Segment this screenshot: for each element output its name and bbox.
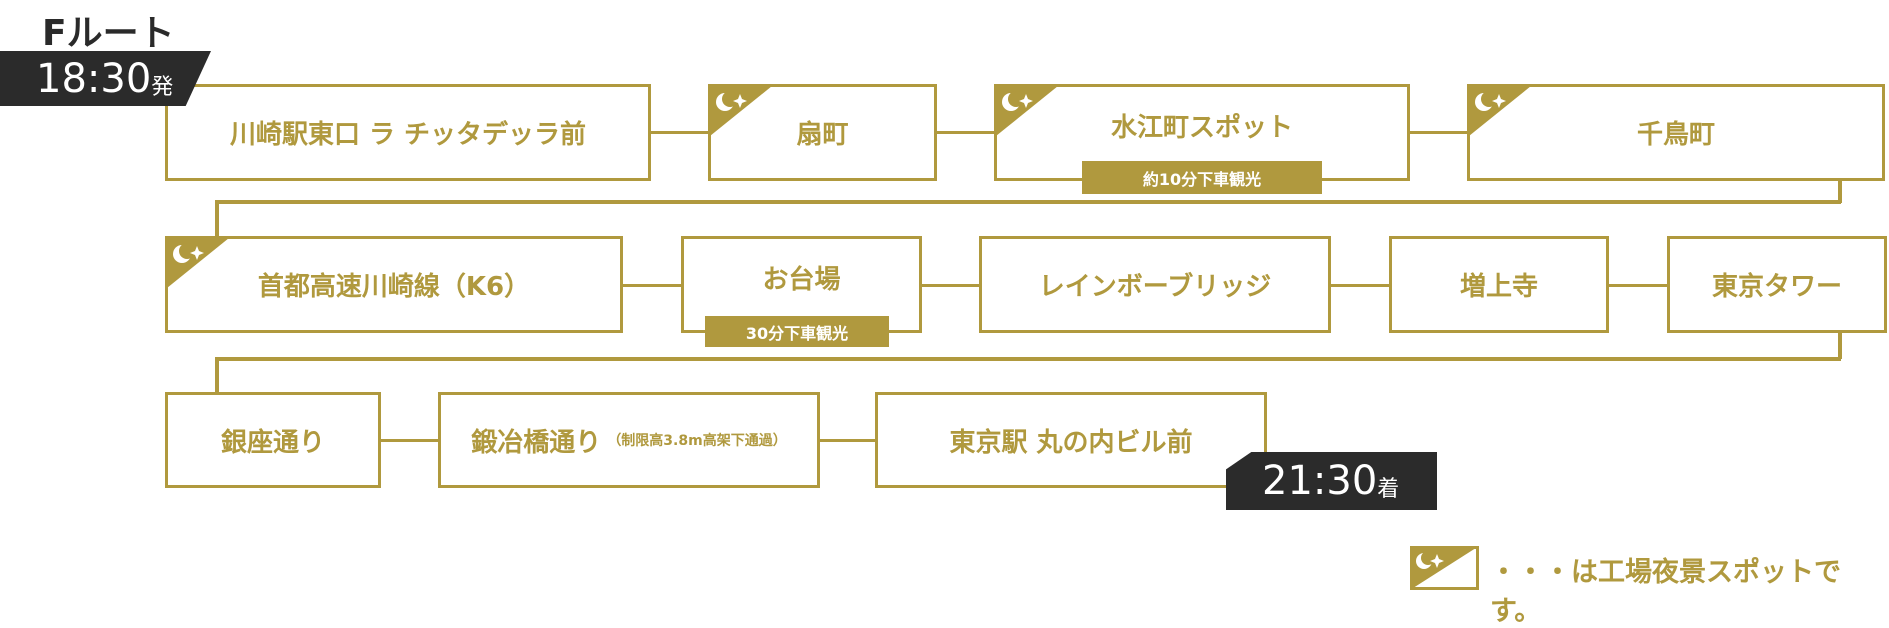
legend-icon (1410, 546, 1479, 590)
stop-box: 水江町スポット (994, 84, 1410, 181)
arrival-suffix: 着 (1377, 477, 1400, 502)
stop-box: 東京駅 丸の内ビル前 (875, 392, 1267, 488)
stop-name: お台場 (762, 265, 841, 295)
legend-text: ・・・は工場夜景スポットです。 (1490, 557, 1841, 627)
stop-box: レインボーブリッジ (979, 236, 1331, 333)
stop-box: 増上寺 (1389, 236, 1609, 333)
stop-name: 東京駅 丸の内ビル前 (949, 427, 1193, 458)
night-spot-icon (167, 238, 229, 288)
night-spot-icon (1469, 86, 1531, 136)
stop-box: 東京タワー (1667, 236, 1887, 333)
connector (1838, 181, 1842, 203)
connector (215, 200, 219, 236)
stop-name: 増上寺 (1459, 272, 1538, 302)
stop-box: 扇町 (708, 84, 937, 181)
stop-box: 千鳥町 (1467, 84, 1885, 181)
stop-name: 川崎駅東口 ラ チッタデッラ前 (229, 120, 587, 150)
connector (215, 200, 1841, 204)
departure-time: 18:30 (36, 55, 152, 102)
stop-box: 川崎駅東口 ラ チッタデッラ前 (165, 84, 651, 181)
stop-box: 首都高速川崎線（K6） (165, 236, 623, 333)
stop-name: 千鳥町 (1636, 120, 1715, 150)
stop-name: 扇町 (796, 120, 849, 150)
stop-name: 首都高速川崎線（K6） (257, 272, 531, 302)
stop-name: レインボーブリッジ (1038, 272, 1272, 302)
night-spot-icon (710, 86, 772, 136)
departure-suffix: 発 (151, 74, 174, 100)
connector (215, 357, 219, 392)
stop-name: 東京タワー (1711, 272, 1842, 302)
arrival-time: 21:30 (1262, 458, 1378, 504)
stop-box: 銀座通り (165, 392, 381, 488)
night-spot-icon (996, 86, 1058, 136)
stop-name: 銀座通り (220, 427, 325, 458)
route-title: Fルート (42, 13, 175, 54)
connector (1838, 333, 1842, 359)
connector (215, 357, 1841, 361)
stop-name: 水江町スポット (1110, 113, 1293, 143)
stop-name: 鍛冶橋通り (471, 427, 602, 458)
stop-sub: （制限高3.8m高架下通過） (607, 433, 787, 449)
stop-box: 鍛冶橋通り （制限高3.8m高架下通過） (438, 392, 820, 488)
stop-note: 約10分下車観光 (1082, 161, 1322, 194)
stop-note: 30分下車観光 (705, 316, 889, 347)
